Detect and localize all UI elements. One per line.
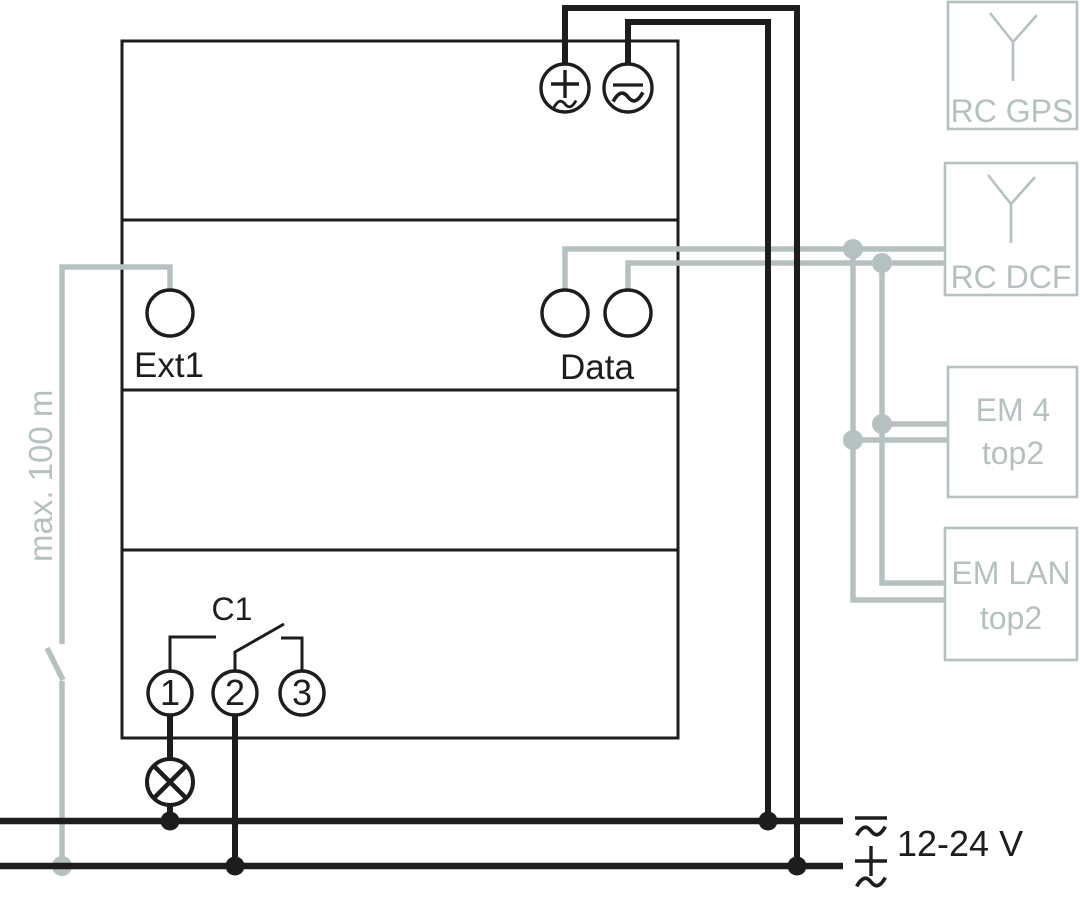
ext1-terminal [145, 288, 195, 338]
power-wire-minus [625, 19, 771, 821]
contact-1-arm [168, 635, 216, 671]
rc-dcf-label: RC DCF [951, 259, 1072, 295]
relay-terminal-1 [146, 669, 194, 717]
junction-dot [843, 430, 863, 450]
device-outline [120, 39, 680, 740]
em-lan-label-line2: top2 [980, 600, 1042, 636]
rail-minus-ac-icon [854, 816, 888, 838]
power-minus-terminal [602, 62, 654, 114]
relay-terminal-1-label: 1 [160, 672, 180, 713]
rail-plus-ac-icon [854, 846, 888, 889]
antenna-icon [986, 174, 1036, 243]
relay-terminal-2 [211, 669, 259, 717]
black-junction-dots [160, 811, 807, 876]
lamp-icon [145, 757, 195, 807]
max-cable-length-label: max. 100 m [22, 390, 59, 562]
switch-contact-icon [44, 646, 66, 682]
junction-dot [872, 414, 892, 434]
contact-blade [233, 622, 285, 671]
junction-dot [758, 811, 778, 831]
junction-dot [787, 856, 807, 876]
device-labels: Ext1 Data C1 1 2 3 12-24 V [134, 346, 1023, 864]
minus-ac-icon [611, 83, 645, 104]
data-label: Data [560, 348, 634, 387]
em4-label-line2: top2 [982, 435, 1044, 471]
power-wire-plus [562, 5, 800, 866]
relay-terminal-3-label: 3 [292, 672, 312, 713]
antenna-icons [986, 12, 1038, 243]
data-terminal-2 [603, 288, 653, 338]
data-wire-b-branch-vertical [879, 263, 950, 586]
antenna-icon [988, 12, 1038, 81]
em4-top2-box [946, 365, 1079, 499]
relay-terminal-3 [278, 669, 326, 717]
rc-gps-label: RC GPS [951, 93, 1074, 129]
junction-dot [225, 856, 245, 876]
em-lan-top2-box [943, 526, 1079, 662]
junction-dot [160, 811, 180, 831]
contact-3-arm [281, 636, 304, 671]
supply-voltage-label: 12-24 V [897, 823, 1023, 864]
relay-terminal-2-label: 2 [225, 672, 245, 713]
data-terminal-1 [540, 288, 590, 338]
ext1-label: Ext1 [134, 346, 204, 385]
c1-relay-contact [168, 622, 304, 671]
power-wires [167, 5, 800, 866]
c1-label: C1 [212, 591, 253, 627]
plus-ac-icon [551, 70, 579, 109]
junction-dot [872, 253, 892, 273]
terminals [145, 62, 654, 717]
accessory-labels: RC GPS RC DCF EM 4 top2 EM LAN top2 [951, 93, 1074, 636]
em-lan-label-line1: EM LAN [951, 555, 1070, 591]
junction-dot [843, 239, 863, 259]
em4-label-line1: EM 4 [976, 392, 1051, 428]
power-rails [0, 817, 843, 870]
data-wire-a-branch-vertical [850, 249, 950, 603]
